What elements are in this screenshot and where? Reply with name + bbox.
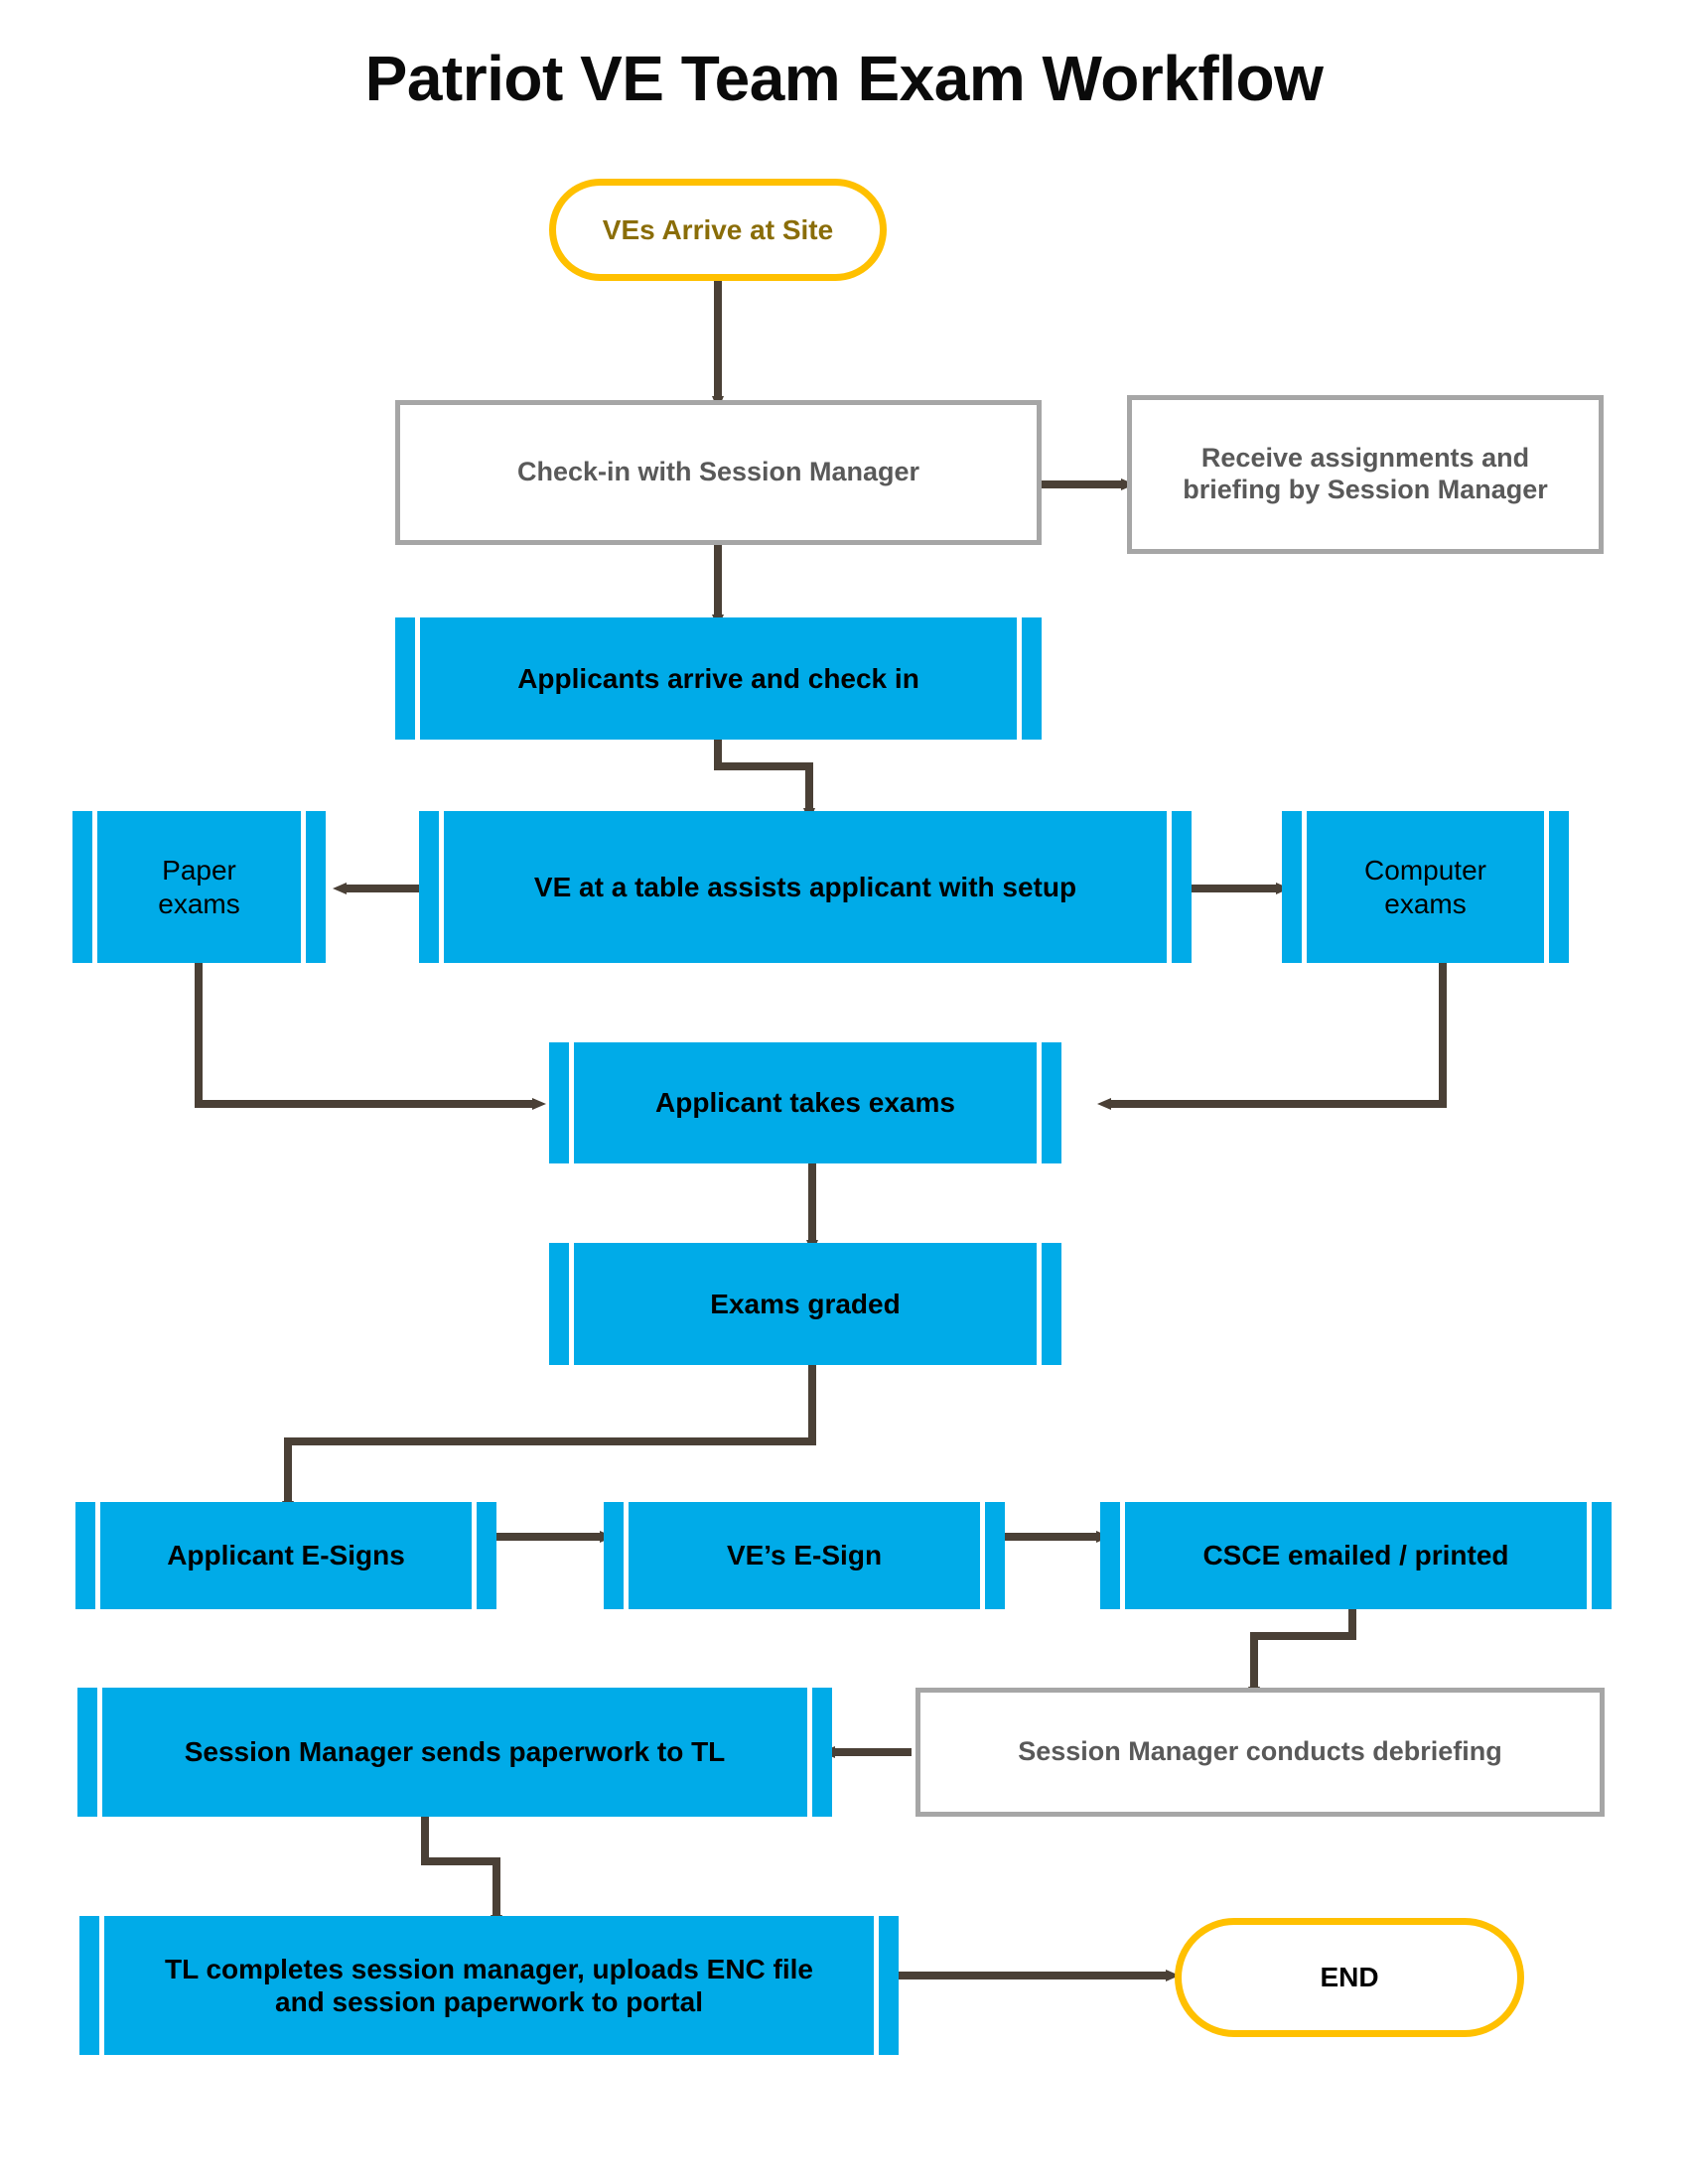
predefined-process-right-bar	[1544, 811, 1549, 963]
node-ve-at-table[interactable]: VE at a table assists applicant with set…	[419, 811, 1192, 963]
edge-smsends-to-tlcomplete	[421, 1817, 502, 1929]
node-sm-sends-paperwork[interactable]: Session Manager sends paperwork to TL	[77, 1688, 832, 1817]
predefined-process-right-bar	[980, 1502, 985, 1609]
predefined-process-left-bar	[624, 1502, 629, 1609]
predefined-process-left-bar	[95, 1502, 100, 1609]
predefined-process-right-bar	[874, 1916, 879, 2055]
predefined-process-right-bar	[301, 811, 306, 963]
node-applicant-esigns-label: Applicant E-Signs	[167, 1540, 405, 1571]
predefined-process-right-bar	[1017, 617, 1022, 740]
node-tl-completes[interactable]: TL completes session manager, uploads EN…	[79, 1916, 899, 2055]
page-title: Patriot VE Team Exam Workflow	[364, 43, 1324, 114]
node-applicants-arrive[interactable]: Applicants arrive and check in	[395, 617, 1042, 740]
node-csce-emailed-printed-label: CSCE emailed / printed	[1202, 1540, 1509, 1571]
edge-applicants-to-vetable	[714, 740, 815, 822]
predefined-process-right-bar	[1587, 1502, 1592, 1609]
node-paper-exams-label-line2: exams	[158, 887, 240, 919]
predefined-process-left-bar	[439, 811, 444, 963]
node-sm-sends-paperwork-label: Session Manager sends paperwork to TL	[184, 1736, 726, 1768]
node-computer-exams[interactable]: Computer exams	[1282, 811, 1569, 963]
node-briefing-label-line2: briefing by Session Manager	[1183, 475, 1548, 504]
predefined-process-left-bar	[415, 617, 420, 740]
node-exams-graded-label: Exams graded	[710, 1288, 901, 1319]
node-debriefing-label: Session Manager conducts debriefing	[1018, 1736, 1502, 1767]
predefined-process-right-bar	[1037, 1042, 1042, 1163]
predefined-process-right-bar	[1167, 811, 1172, 963]
node-checkin[interactable]: Check-in with Session Manager	[395, 400, 1042, 545]
node-applicants-arrive-label: Applicants arrive and check in	[517, 662, 919, 694]
node-paper-exams-label-line1: Paper	[162, 855, 236, 887]
node-briefing[interactable]: Receive assignments and briefing by Sess…	[1127, 395, 1604, 554]
predefined-process-left-bar	[1302, 811, 1307, 963]
predefined-process-left-bar	[569, 1243, 574, 1365]
node-computer-exams-label-line2: exams	[1384, 887, 1467, 919]
edge-computer-to-takes	[1097, 963, 1447, 1110]
predefined-process-left-bar	[1120, 1502, 1125, 1609]
node-applicant-esigns[interactable]: Applicant E-Signs	[75, 1502, 496, 1609]
node-debriefing[interactable]: Session Manager conducts debriefing	[915, 1688, 1605, 1817]
predefined-process-left-bar	[99, 1916, 104, 2055]
node-csce-emailed-printed[interactable]: CSCE emailed / printed	[1100, 1502, 1612, 1609]
node-start-terminator[interactable]: VEs Arrive at Site	[549, 179, 887, 281]
node-computer-exams-label-line1: Computer	[1364, 855, 1486, 887]
node-tl-completes-label-line2: and session paperwork to portal	[275, 1986, 703, 2017]
node-briefing-label-line1: Receive assignments and	[1200, 443, 1530, 474]
predefined-process-right-bar	[472, 1502, 477, 1609]
node-start-label: VEs Arrive at Site	[602, 213, 834, 245]
predefined-process-left-bar	[569, 1042, 574, 1163]
edge-graded-to-appesign	[282, 1365, 816, 1515]
predefined-process-right-bar	[1037, 1243, 1042, 1365]
node-exams-graded[interactable]: Exams graded	[549, 1243, 1061, 1365]
edge-csce-to-debrief	[1248, 1603, 1356, 1701]
node-ve-at-table-label: VE at a table assists applicant with set…	[533, 871, 1077, 902]
node-end-label: END	[1320, 1962, 1379, 1993]
node-paper-exams[interactable]: Paper exams	[72, 811, 326, 963]
node-ve-esign[interactable]: VE’s E-Sign	[604, 1502, 1005, 1609]
predefined-process-left-bar	[92, 811, 97, 963]
node-checkin-label: Check-in with Session Manager	[516, 457, 920, 487]
node-tl-completes-label-line1: TL completes session manager, uploads EN…	[164, 1953, 813, 1984]
node-end-terminator[interactable]: END	[1175, 1918, 1524, 2037]
node-applicant-takes-exams-label: Applicant takes exams	[655, 1087, 955, 1119]
predefined-process-right-bar	[807, 1688, 812, 1817]
predefined-process-left-bar	[97, 1688, 102, 1817]
edge-paper-to-takes	[195, 963, 546, 1110]
node-applicant-takes-exams[interactable]: Applicant takes exams	[549, 1042, 1061, 1163]
node-ve-esign-label: VE’s E-Sign	[726, 1540, 883, 1571]
